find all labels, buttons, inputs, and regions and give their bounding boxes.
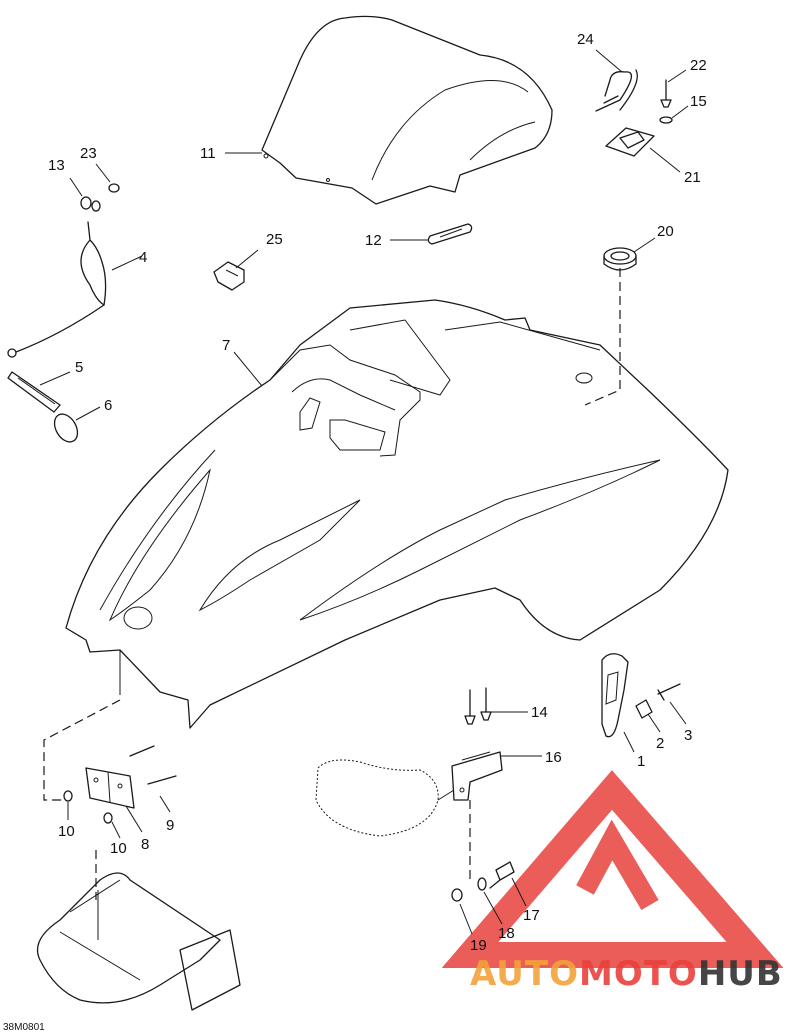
diagram-code: 38M0801 — [3, 1022, 45, 1033]
bumper-part — [36, 872, 241, 1011]
hood-part — [65, 299, 729, 729]
callout-18: 18 — [498, 925, 515, 942]
callout-11: 11 — [200, 145, 216, 162]
bolt-part — [489, 861, 515, 889]
callout-labels: 1 2 3 4 5 6 7 8 9 10 10 11 12 13 14 15 1… — [48, 31, 707, 954]
leader-lines — [39, 49, 689, 935]
callout-10: 10 — [58, 823, 75, 840]
callout-6: 6 — [104, 397, 112, 414]
assembly-lines — [43, 268, 621, 900]
tether-strap-part — [7, 371, 79, 443]
spacer-part — [635, 699, 653, 719]
callout-12: 12 — [365, 232, 382, 249]
cable-tie-part — [595, 69, 638, 112]
callout-21: 21 — [684, 169, 701, 186]
watermark-text: AUTOMOTOHUB — [470, 954, 783, 994]
grab-handle-part — [601, 653, 629, 738]
grommet-part — [603, 247, 637, 271]
callout-19: 19 — [470, 937, 487, 954]
hinge-rivet-part — [129, 745, 177, 785]
svg-text:AUTOMOTOHUB: AUTOMOTOHUB — [470, 954, 783, 994]
callout-13: 13 — [48, 157, 65, 174]
flat-washer-part — [451, 888, 463, 902]
callout-23: 23 — [80, 145, 97, 162]
callout-8: 8 — [141, 836, 149, 853]
callout-4: 4 — [139, 249, 147, 266]
callout-22: 22 — [690, 57, 707, 74]
hinge-part — [85, 767, 135, 809]
callout-9: 9 — [166, 817, 174, 834]
callout-5: 5 — [75, 359, 83, 376]
callout-17: 17 — [523, 907, 540, 924]
callout-3: 3 — [684, 727, 692, 744]
tie-mount-part — [605, 127, 655, 157]
callout-1: 1 — [637, 753, 645, 770]
hinge-washer-part — [63, 790, 113, 824]
callout-25: 25 — [266, 231, 283, 248]
rivet-part — [657, 683, 681, 701]
side-panel-part — [315, 759, 455, 837]
clip-part — [427, 223, 473, 245]
watermark-logo — [441, 770, 784, 968]
windshield-part — [261, 15, 553, 205]
rivet-pair-part — [464, 687, 492, 725]
callout-7: 7 — [222, 337, 230, 354]
watermark-part-auto: AUTO — [470, 954, 579, 994]
callout-10b: 10 — [110, 840, 127, 857]
washer-part — [80, 183, 120, 212]
lock-washer-part — [477, 877, 487, 891]
watermark-part-moto: MOTO — [579, 954, 698, 994]
callout-20: 20 — [657, 223, 674, 240]
push-pin-part — [659, 79, 673, 124]
connector-part — [213, 261, 245, 291]
callout-14: 14 — [531, 704, 548, 721]
callout-2: 2 — [656, 735, 664, 752]
tether-cord-part — [7, 221, 107, 358]
callout-15: 15 — [690, 93, 707, 110]
bracket-part — [451, 751, 503, 801]
callout-16: 16 — [545, 749, 562, 766]
watermark-part-hub: HUB — [698, 954, 783, 994]
callout-24: 24 — [577, 31, 594, 48]
